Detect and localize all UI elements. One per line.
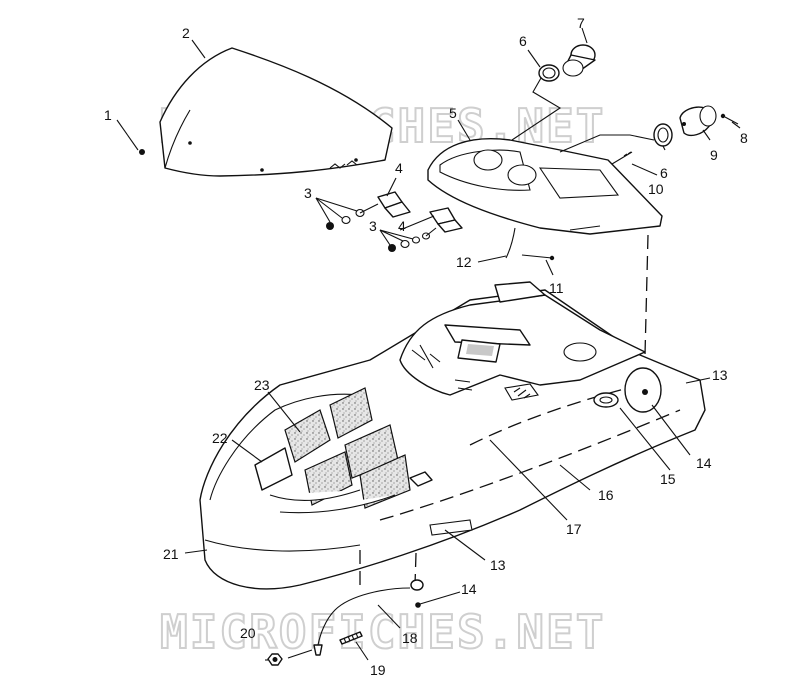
gauge-wire-right — [559, 134, 655, 153]
cable-18 — [313, 579, 424, 656]
callout-leaders — [116, 27, 741, 661]
fastener-10 — [611, 151, 633, 165]
gauge-wire-upper — [511, 77, 562, 141]
callout-14-right: 14 — [696, 455, 712, 471]
callout-5: 5 — [449, 105, 457, 121]
callout-3-lower: 3 — [369, 218, 377, 234]
windshield — [139, 47, 393, 177]
callout-22: 22 — [212, 430, 228, 446]
screw-8 — [720, 113, 739, 125]
callout-23: 23 — [254, 377, 270, 393]
callout-7: 7 — [577, 15, 585, 31]
gauge-9 — [679, 105, 717, 137]
callout-19: 19 — [370, 662, 386, 678]
callout-9: 9 — [710, 147, 718, 163]
callout-13-lower: 13 — [490, 557, 506, 573]
console — [399, 281, 646, 401]
gauge-ring-6-right — [653, 123, 673, 147]
cable-12 — [505, 227, 516, 259]
callout-6-right: 6 — [660, 165, 668, 181]
callout-2: 2 — [182, 25, 190, 41]
bracket-4-upper — [377, 191, 411, 218]
clip-15 — [593, 392, 619, 408]
latch-body — [409, 471, 433, 487]
front-louvers — [254, 387, 411, 514]
callout-16: 16 — [598, 487, 614, 503]
callout-17: 17 — [566, 521, 582, 537]
callout-14-lower: 14 — [461, 581, 477, 597]
callout-21: 21 — [163, 546, 179, 562]
hood-panel — [427, 138, 663, 235]
callout-12: 12 — [456, 254, 472, 270]
callout-18: 18 — [402, 630, 418, 646]
callout-8: 8 — [740, 130, 748, 146]
callout-labels: 1 2 3 3 4 4 5 6 6 7 8 9 10 11 12 13 13 1… — [104, 15, 748, 678]
callout-13-right: 13 — [712, 367, 728, 383]
callout-6-upper: 6 — [519, 33, 527, 49]
callout-10: 10 — [648, 181, 664, 197]
callout-15: 15 — [660, 471, 676, 487]
watermark-bottom: MICROFICHES.NET — [160, 605, 605, 659]
callout-1: 1 — [104, 107, 112, 123]
gauge-ring-6-upper — [538, 64, 560, 82]
gauge-cup-7 — [562, 44, 596, 77]
nut-20 — [267, 653, 283, 666]
callout-11: 11 — [549, 280, 564, 296]
hardware-3-upper — [326, 203, 379, 230]
callout-4-lower: 4 — [398, 218, 406, 234]
hardware-3-lower — [388, 227, 437, 252]
callout-4-upper: 4 — [395, 160, 403, 176]
gauge-opening-14 — [624, 367, 662, 413]
pin-11 — [521, 254, 555, 261]
assembly-line-hood — [644, 234, 649, 356]
bolt-19 — [339, 631, 363, 645]
screw-14-lower — [415, 602, 421, 608]
callout-3-upper: 3 — [304, 185, 312, 201]
bracket-4-lower — [429, 207, 463, 233]
callout-20: 20 — [240, 625, 256, 641]
